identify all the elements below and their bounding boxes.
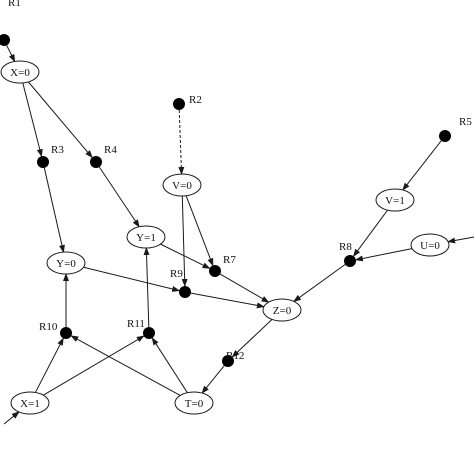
variable-label: V=0 xyxy=(172,180,192,192)
edge-in_u0-to-u0 xyxy=(447,236,474,244)
variable-label: U=0 xyxy=(420,240,440,252)
edge-r3-to-y0 xyxy=(43,167,65,254)
edge-r9-to-z0 xyxy=(190,292,265,309)
reaction-node-r10: R10 xyxy=(39,321,72,339)
edge-r7-to-z0 xyxy=(219,273,270,303)
variable-label: T=0 xyxy=(185,398,204,410)
variable-ellipse xyxy=(410,233,450,257)
reaction-node-r12: R12 xyxy=(222,350,244,367)
reaction-dot xyxy=(173,98,185,110)
variable-node-x0: X=0 xyxy=(0,60,40,84)
variable-node-v1: V=1 xyxy=(375,188,415,212)
edge-in_x1-to-x1 xyxy=(3,411,20,425)
reaction-dot xyxy=(0,34,10,46)
edge-t0-to-r11 xyxy=(151,337,188,393)
variable-label: X=0 xyxy=(10,67,30,79)
variable-node-y1: Y=1 xyxy=(126,225,166,249)
variable-ellipse xyxy=(126,225,166,249)
reaction-node-r2: R2 xyxy=(173,94,202,110)
reaction-dot xyxy=(344,255,356,267)
edges-layer xyxy=(3,45,474,425)
variable-label: X=1 xyxy=(20,398,40,410)
edge-x0-to-r4 xyxy=(27,81,93,159)
edge-u0-to-r8 xyxy=(354,248,413,262)
edge-x1-to-r11 xyxy=(43,335,145,396)
variable-node-v0: V=0 xyxy=(162,173,202,197)
reaction-node-r3: R3 xyxy=(37,144,64,168)
reaction-label: R2 xyxy=(189,94,202,106)
variable-node-z0: Z=0 xyxy=(262,298,302,322)
reaction-node-r8: R8 xyxy=(339,241,356,267)
variable-ellipse xyxy=(174,391,214,415)
reaction-node-r5: R5 xyxy=(439,116,472,142)
variable-label: Y=1 xyxy=(136,232,156,244)
variable-ellipse xyxy=(262,298,302,322)
reaction-node-r1: R1 xyxy=(0,0,21,46)
reaction-node-r11: R11 xyxy=(127,318,155,339)
edge-r11-to-y1 xyxy=(143,246,150,328)
edge-r8-to-z0 xyxy=(293,264,346,303)
reaction-label: R4 xyxy=(104,144,117,156)
reaction-dot xyxy=(37,156,49,168)
reaction-label: R1 xyxy=(8,0,21,9)
reaction-node-r7: R7 xyxy=(209,254,236,277)
reaction-node-r4: R4 xyxy=(90,144,117,168)
reaction-dot xyxy=(439,130,451,142)
reaction-label: R10 xyxy=(39,321,58,333)
edge-t0-to-r10 xyxy=(70,335,181,396)
reaction-label: R8 xyxy=(339,241,352,253)
reaction-label: R5 xyxy=(459,116,472,128)
variable-node-t0: T=0 xyxy=(174,391,214,415)
variable-ellipse xyxy=(375,188,415,212)
reaction-dot xyxy=(222,355,234,367)
reaction-label: R3 xyxy=(51,144,64,156)
variable-node-u0: U=0 xyxy=(410,233,450,257)
edge-v0-to-r7 xyxy=(185,195,214,267)
variable-label: Z=0 xyxy=(273,305,292,317)
reaction-dot xyxy=(143,327,155,339)
reaction-label: R12 xyxy=(226,350,244,362)
reaction-label: R9 xyxy=(170,268,183,280)
edge-r2-to-v0 xyxy=(178,109,185,176)
variable-label: V=1 xyxy=(385,195,405,207)
edge-v0-to-r9 xyxy=(181,195,188,288)
variable-label: Y=0 xyxy=(56,258,76,270)
variable-ellipse xyxy=(10,391,50,415)
variable-ellipse xyxy=(162,173,202,197)
reaction-label: R7 xyxy=(223,254,236,266)
reaction-dot xyxy=(60,327,72,339)
edge-v1-to-r8 xyxy=(352,209,388,257)
variable-ellipse xyxy=(46,251,86,275)
reaction-dot xyxy=(90,156,102,168)
edge-r12-to-t0 xyxy=(201,365,225,394)
edge-x0-to-r3 xyxy=(22,82,43,158)
edge-r4-to-y1 xyxy=(98,166,140,228)
variable-ellipse xyxy=(0,60,40,84)
variable-node-y0: Y=0 xyxy=(46,251,86,275)
variable-node-x1: X=1 xyxy=(10,391,50,415)
edge-r5-to-v1 xyxy=(402,140,442,191)
edge-z0-to-r12 xyxy=(231,319,273,358)
edge-r1-to-x0 xyxy=(6,45,16,63)
edge-y1-to-r7 xyxy=(160,243,211,269)
reaction-node-r9: R9 xyxy=(170,268,191,298)
reaction-dot xyxy=(179,286,191,298)
reaction-label: R11 xyxy=(127,318,145,330)
reaction-dot xyxy=(209,265,221,277)
edge-x1-to-r10 xyxy=(34,337,64,393)
edge-y0-to-r9 xyxy=(83,266,181,292)
